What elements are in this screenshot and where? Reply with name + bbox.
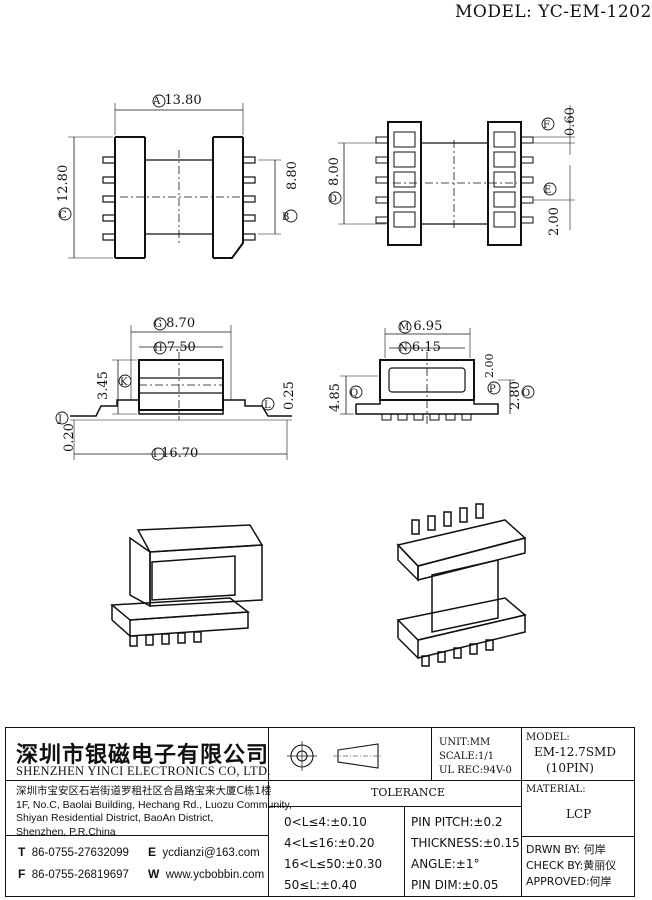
dim-circle-H: H	[154, 343, 163, 354]
checked-by: CHECK BY:黄丽仪	[526, 859, 617, 872]
tel-label: T	[18, 845, 26, 859]
tolerance-row: 50≤L:±0.40	[284, 878, 357, 892]
dim-E: 2.00	[547, 207, 562, 236]
side-view-left	[70, 325, 292, 460]
address-line: Shiyan Residential District, BaoAn Distr…	[16, 812, 214, 824]
address-line: 1F, No.C, Baolai Building, Hechang Rd., …	[16, 798, 292, 811]
dim-O: 2.80	[508, 381, 523, 410]
iso-view-left	[110, 524, 264, 647]
dim-circle-I: I	[153, 449, 157, 460]
tolerance-row: 4<L≤16:±0.20	[284, 836, 375, 850]
dim-P: 2.00	[483, 353, 496, 379]
fax-label: F	[18, 867, 26, 881]
dim-A: 13.80	[164, 93, 202, 108]
dim-circle-C: C	[59, 210, 67, 221]
tolerance-title: TOLERANCE	[371, 786, 445, 799]
model-label: MODEL:	[526, 732, 570, 743]
dim-circle-L: L	[264, 400, 271, 411]
dim-circle-O: O	[522, 388, 531, 399]
email-link[interactable]: ycdianzi@163.com	[162, 847, 260, 859]
drawn-by: DRWN BY: 何岸	[526, 843, 606, 856]
dim-circle-A: A	[153, 96, 161, 107]
dim-J: 0.20	[62, 423, 77, 452]
dim-circle-K: K	[120, 377, 128, 388]
top-view-left	[68, 103, 281, 259]
web-label: W	[148, 867, 160, 881]
dim-C: 12.80	[56, 164, 71, 202]
dim-circle-M: M	[399, 322, 410, 333]
tolerance-row: PIN DIM:±0.05	[411, 878, 499, 892]
approved-by: APPROVED:何岸	[526, 875, 612, 888]
dim-circle-D: D	[329, 194, 338, 205]
technical-drawing	[55, 94, 575, 667]
unit-spec: UNIT:MM	[439, 737, 491, 748]
tel-number: 86-0755-27632099	[31, 847, 129, 859]
tolerance-row: THICKNESS:±0.15	[411, 836, 520, 850]
dim-circle-G: G	[154, 319, 162, 330]
material-label: MATERIAL:	[526, 784, 586, 795]
dim-circle-F: F	[543, 120, 550, 131]
projection-symbol	[287, 741, 383, 771]
iso-view-right	[396, 503, 527, 667]
address-line: Shenzhen, P.R.China	[16, 825, 116, 838]
company-name-cn: 深圳市银磁电子有限公司	[16, 743, 270, 768]
dim-K: 3.45	[96, 371, 111, 400]
web-link[interactable]: www.ycbobbin.com	[165, 869, 265, 881]
address: 深圳市宝安区石岩街道罗租社区合昌路宝来大厦C栋1楼 1F, No.C, Baol…	[16, 785, 292, 839]
top-view-right	[338, 105, 575, 246]
dim-G: 8.70	[166, 316, 196, 331]
dim-D: 8.00	[327, 157, 342, 186]
dim-circle-N: N	[399, 343, 408, 354]
dim-I: 16.70	[161, 446, 199, 461]
model-pins: (10PIN)	[546, 761, 594, 775]
ul-spec: UL REC:94V-0	[439, 765, 512, 776]
fax-number: 86-0755-26819697	[31, 869, 129, 881]
dim-circle-Q: Q	[350, 388, 359, 399]
dim-circle-B: B	[282, 212, 290, 223]
dim-M: 6.95	[413, 319, 443, 334]
model-value: EM-12.7SMD	[534, 745, 616, 759]
dim-circle-J: J	[58, 414, 63, 425]
model-title: MODEL: YC-EM-1202	[455, 2, 652, 22]
dim-B: 8.80	[285, 161, 300, 190]
dim-Q: 4.85	[328, 383, 343, 412]
material-value: LCP	[566, 807, 592, 821]
dim-F: 0.60	[563, 107, 578, 136]
title-block: 深圳市银磁电子有限公司 SHENZHEN YINCI ELECTRONICS C…	[5, 727, 635, 897]
address-line: 深圳市宝安区石岩街道罗租社区合昌路宝来大厦C栋1楼	[16, 785, 272, 797]
scale-spec: SCALE:1/1	[439, 751, 495, 762]
company-name-en: SHENZHEN YINCI ELECTRONICS CO, LTD.	[16, 764, 271, 778]
dim-circle-P: P	[489, 384, 496, 395]
dim-N: 6.15	[411, 340, 441, 355]
tolerance-row: 0<L≤4:±0.10	[284, 815, 367, 829]
email-label: E	[148, 845, 157, 859]
dim-circle-E: E	[544, 185, 552, 196]
side-view-right	[340, 328, 515, 425]
dim-H: 7.50	[166, 340, 196, 355]
tolerance-row: PIN PITCH:±0.2	[411, 815, 503, 829]
tolerance-row: 16<L≤50:±0.30	[284, 857, 383, 871]
tolerance-row: ANGLE:±1°	[411, 857, 480, 871]
dim-L: 0.25	[282, 381, 297, 410]
